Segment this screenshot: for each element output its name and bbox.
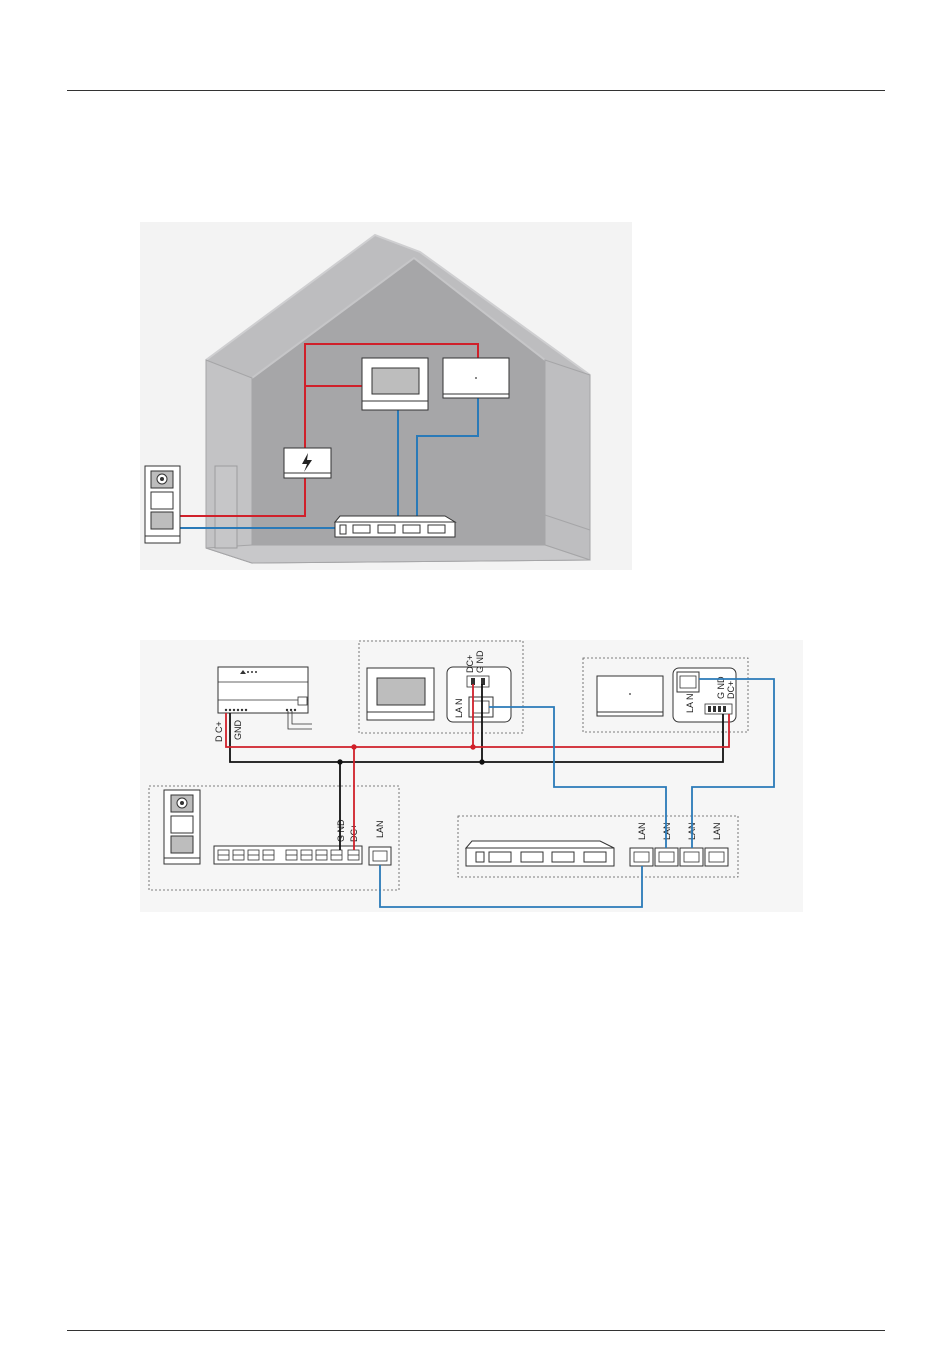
switch-lan-label-1: LAN [637,822,647,840]
house-right-wall [545,360,590,560]
switch-lan-label-4: LAN [712,822,722,840]
ip-gateway-icon [443,358,509,398]
psu-dc-plus-label: D C+ [214,721,224,742]
house-door [215,466,237,548]
gateway-dc-plus-label: DC+ [726,681,736,699]
door-gnd-label: G ND [336,819,346,842]
monitor-lan-label: LA N [454,698,464,718]
switch-lan-label-2: LAN [662,822,672,840]
door-lan-label: LAN [375,820,385,838]
outdoor-station-icon [145,466,180,543]
lightning-icon [284,448,331,478]
schematic-monitor-icon [367,668,434,720]
psu-gnd-label: GND [233,720,243,741]
indoor-monitor-icon [362,358,428,410]
house-diagram [140,222,632,570]
monitor-gnd-label: G ND [475,650,485,673]
wiring-schematic: D C+ GND DC+ G ND LA N [140,640,803,912]
monitor-dc-plus-label: DC+ [465,655,475,673]
network-switch-icon [335,516,455,537]
gateway-lan-label: LA N [685,693,695,713]
schematic-switch-icon [466,841,614,866]
schematic-gateway-icon [597,676,663,716]
schematic-door-station-icon [164,790,200,864]
house-floor [206,545,590,563]
